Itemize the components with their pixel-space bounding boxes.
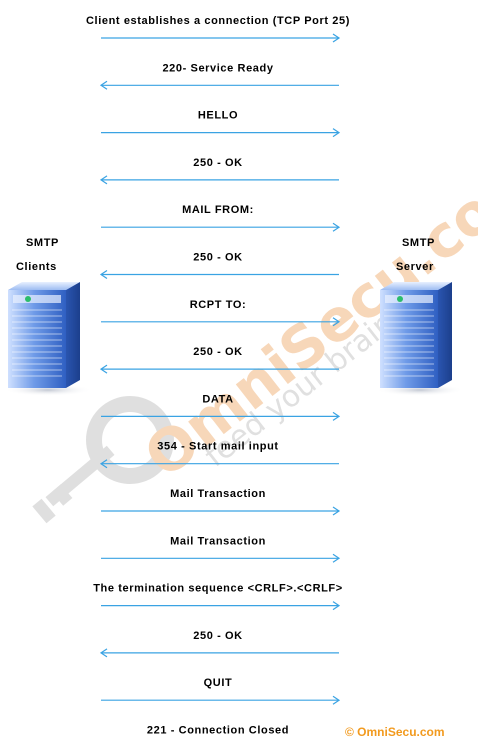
message-label: 354 - Start mail input (157, 441, 278, 453)
server-label-line2: Server (396, 261, 434, 273)
message-label: 250 - OK (193, 252, 242, 264)
client-label-line1: SMTP (26, 237, 59, 249)
message-list: Client establishes a connection (TCP Por… (86, 15, 350, 737)
message-label: MAIL FROM: (182, 204, 254, 216)
message-arrowhead (332, 506, 341, 516)
message-arrowhead (332, 601, 341, 611)
message-label: QUIT (204, 677, 233, 689)
smtp-server-node: SMTP Server (376, 237, 464, 396)
message-arrowhead (99, 175, 108, 185)
message-label: HELLO (198, 110, 238, 122)
message-label: DATA (202, 393, 233, 405)
message-label: The termination sequence <CRLF>.<CRLF> (93, 583, 343, 595)
message-label: 221 - Connection Closed (147, 725, 289, 737)
message-label: 250 - OK (193, 346, 242, 358)
message-arrowhead (99, 270, 108, 279)
message-arrowhead (332, 411, 341, 421)
message-label: Mail Transaction (170, 535, 266, 547)
message-label: RCPT TO: (190, 299, 247, 311)
message-arrowhead (332, 222, 341, 232)
message-arrowhead (332, 695, 341, 705)
message-arrowhead (99, 80, 108, 90)
message-arrowhead (332, 33, 341, 43)
message-arrowhead (332, 553, 341, 563)
key-icon (32, 396, 174, 524)
message-arrowhead (99, 364, 108, 374)
message-arrowhead (99, 648, 108, 658)
message-label: 250 - OK (193, 630, 242, 642)
message-label: 220- Service Ready (162, 62, 273, 74)
client-server-icon (4, 282, 92, 396)
client-label-line2: Clients (16, 261, 57, 273)
smtp-client-node: SMTP Clients (4, 237, 92, 396)
server-label-line1: SMTP (402, 237, 435, 249)
message-arrowhead (332, 128, 341, 138)
message-label: 250 - OK (193, 157, 242, 169)
message-label: Client establishes a connection (TCP Por… (86, 15, 350, 27)
message-arrowhead (99, 459, 108, 469)
copyright-text: © OmniSecu.com (345, 725, 445, 739)
server-server-icon (376, 282, 464, 396)
message-arrowhead (332, 317, 341, 327)
message-label: Mail Transaction (170, 488, 266, 500)
